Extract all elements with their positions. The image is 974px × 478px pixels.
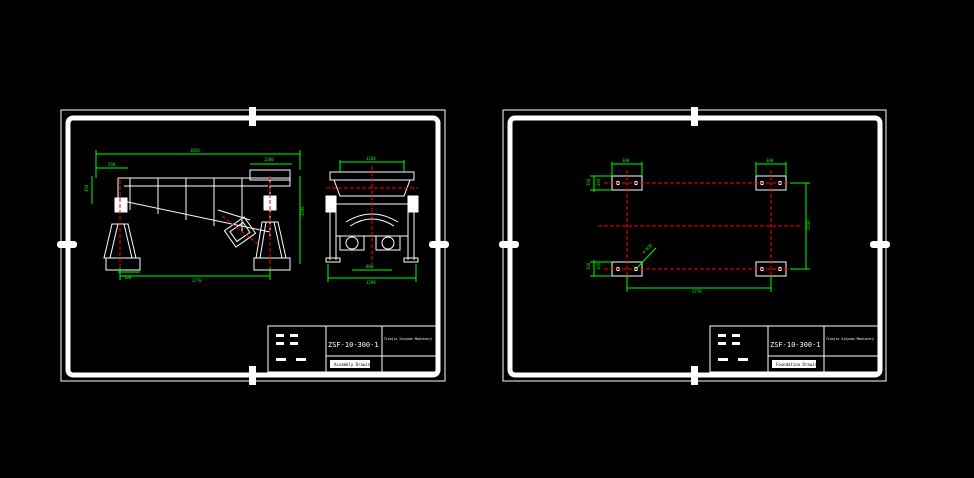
dim-right-height: 1000 — [300, 206, 305, 216]
foundation-pads — [611, 175, 787, 277]
dim-left-d: 100 — [596, 262, 601, 270]
dim-overall-length: 3050 — [190, 148, 200, 153]
front-dimensions — [327, 160, 417, 282]
front-dimension-labels: 1160 800 1290 — [366, 156, 376, 285]
drawing-name: Assembly Drawing — [334, 362, 373, 367]
dim-left-a: 100 — [586, 178, 591, 186]
drawing-number: ZSF-10-300-1 — [770, 341, 821, 349]
title-block: ZSF-10-300-1 Tianjin Xinyuan Machinery A… — [267, 325, 437, 373]
sheet-foundation: 300 300 2770 1100 100 200 100 100 4-M20 … — [499, 107, 890, 385]
dim-bottom-left: 500 — [124, 275, 132, 280]
side-centerlines — [119, 176, 271, 272]
dim-left-height: 350 — [84, 184, 89, 192]
frame-marker — [249, 366, 256, 385]
frame-marker — [249, 107, 256, 126]
dim-left-c: 100 — [586, 262, 591, 270]
frame-marker — [691, 366, 698, 385]
side-dimension-labels: 3050 590 1200 2770 500 350 1000 — [84, 148, 305, 283]
frame-marker — [499, 241, 519, 248]
dim-pad-left: 300 — [622, 158, 630, 163]
dim-front-width: 1160 — [366, 156, 376, 161]
dim-span: 2770 — [692, 289, 702, 294]
dim-front-total: 1290 — [366, 280, 376, 285]
drawing-number: ZSF-10-300-1 — [328, 341, 379, 349]
dim-top-right: 1200 — [264, 157, 274, 162]
frame-marker — [870, 241, 890, 248]
company-name: Tianjin Xinyuan Machinery — [826, 337, 874, 341]
dim-pad-right: 300 — [766, 158, 774, 163]
dim-height: 1100 — [806, 220, 811, 230]
foundation-dimensions — [590, 162, 810, 292]
dim-bottom-base: 2770 — [192, 278, 202, 283]
side-view — [103, 169, 291, 271]
title-block: ZSF-10-300-1 Tianjin Xinyuan Machinery F… — [709, 325, 879, 373]
dim-front-base: 800 — [366, 264, 374, 269]
sheet-assembly: 3050 590 1200 2770 500 350 1000 — [57, 107, 449, 385]
dim-top-left: 590 — [108, 162, 116, 167]
dim-left-b: 200 — [596, 178, 601, 186]
frame-marker — [429, 241, 449, 248]
side-dimensions — [91, 150, 301, 280]
frame-marker — [57, 241, 77, 248]
drawing-name: Foundation Drawing — [776, 362, 820, 367]
company-name: Tianjin Xinyuan Machinery — [384, 337, 432, 341]
foundation-centerlines — [598, 170, 800, 282]
front-centerlines — [326, 166, 418, 264]
frame-marker — [691, 107, 698, 126]
